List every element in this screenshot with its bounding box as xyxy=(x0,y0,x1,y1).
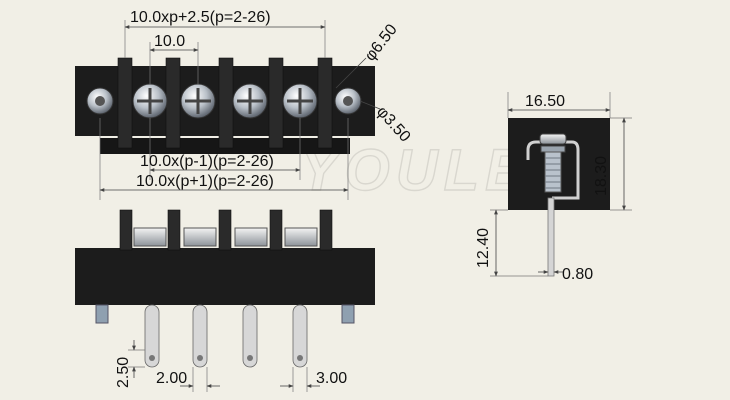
mounting-thread-left xyxy=(95,304,109,324)
top-view-rib xyxy=(218,57,234,149)
top-view-rib xyxy=(317,57,333,149)
front-view-body xyxy=(75,248,375,305)
front-view: 2.50 2.00 3.00 xyxy=(75,209,375,392)
body-length-dim: 10.0x(p+1)(p=2-26) xyxy=(136,173,274,190)
pin-tip-dim: 2.50 xyxy=(115,357,132,388)
pin-depth-dim: 3.00 xyxy=(316,370,347,387)
terminal-screw xyxy=(132,83,168,119)
hole-large-dim: φ6.50 xyxy=(362,21,401,64)
front-view-rib xyxy=(319,209,333,251)
pitch-dim: 10.0 xyxy=(154,33,185,50)
pitch-count-dim: 10.0x(p-1)(p=2-26) xyxy=(140,153,274,170)
clamp-washer xyxy=(540,145,566,153)
terminal-screw xyxy=(180,83,216,119)
front-view-rib xyxy=(269,209,283,251)
top-view-rib xyxy=(268,57,284,149)
terminal-screw-head xyxy=(284,227,318,247)
overall-length-dim: 10.0xp+2.5(p=2-26) xyxy=(130,9,271,26)
terminal-screw-head xyxy=(133,227,167,247)
top-view-rib xyxy=(117,57,133,149)
pin-thickness-dim: 0.80 xyxy=(562,266,593,283)
mounting-screw-left xyxy=(86,87,114,115)
terminal-screw xyxy=(282,83,318,119)
terminal-screw xyxy=(232,83,268,119)
front-view-rib xyxy=(119,209,133,251)
side-pin xyxy=(547,197,555,277)
clamp-bracket xyxy=(526,140,580,200)
pin-width-dim: 2.00 xyxy=(156,370,187,387)
front-view-rib xyxy=(167,209,181,251)
front-view-rib xyxy=(218,209,232,251)
terminal-screw-head xyxy=(183,227,217,247)
mounting-screw-right xyxy=(334,87,362,115)
pin-length-dim: 12.40 xyxy=(475,228,492,268)
solder-pin xyxy=(192,304,208,368)
side-height-dim: 18.30 xyxy=(593,156,610,196)
side-view: 16.50 18.30 12.40 0.80 xyxy=(475,92,632,283)
terminal-screw-head xyxy=(234,227,268,247)
mounting-thread-right xyxy=(341,304,355,324)
solder-pin xyxy=(292,304,308,368)
solder-pin xyxy=(144,304,160,368)
top-view-rib xyxy=(165,57,181,149)
solder-pin xyxy=(242,304,258,368)
side-width-dim: 16.50 xyxy=(525,93,565,110)
clamp-screw-head xyxy=(539,133,567,145)
